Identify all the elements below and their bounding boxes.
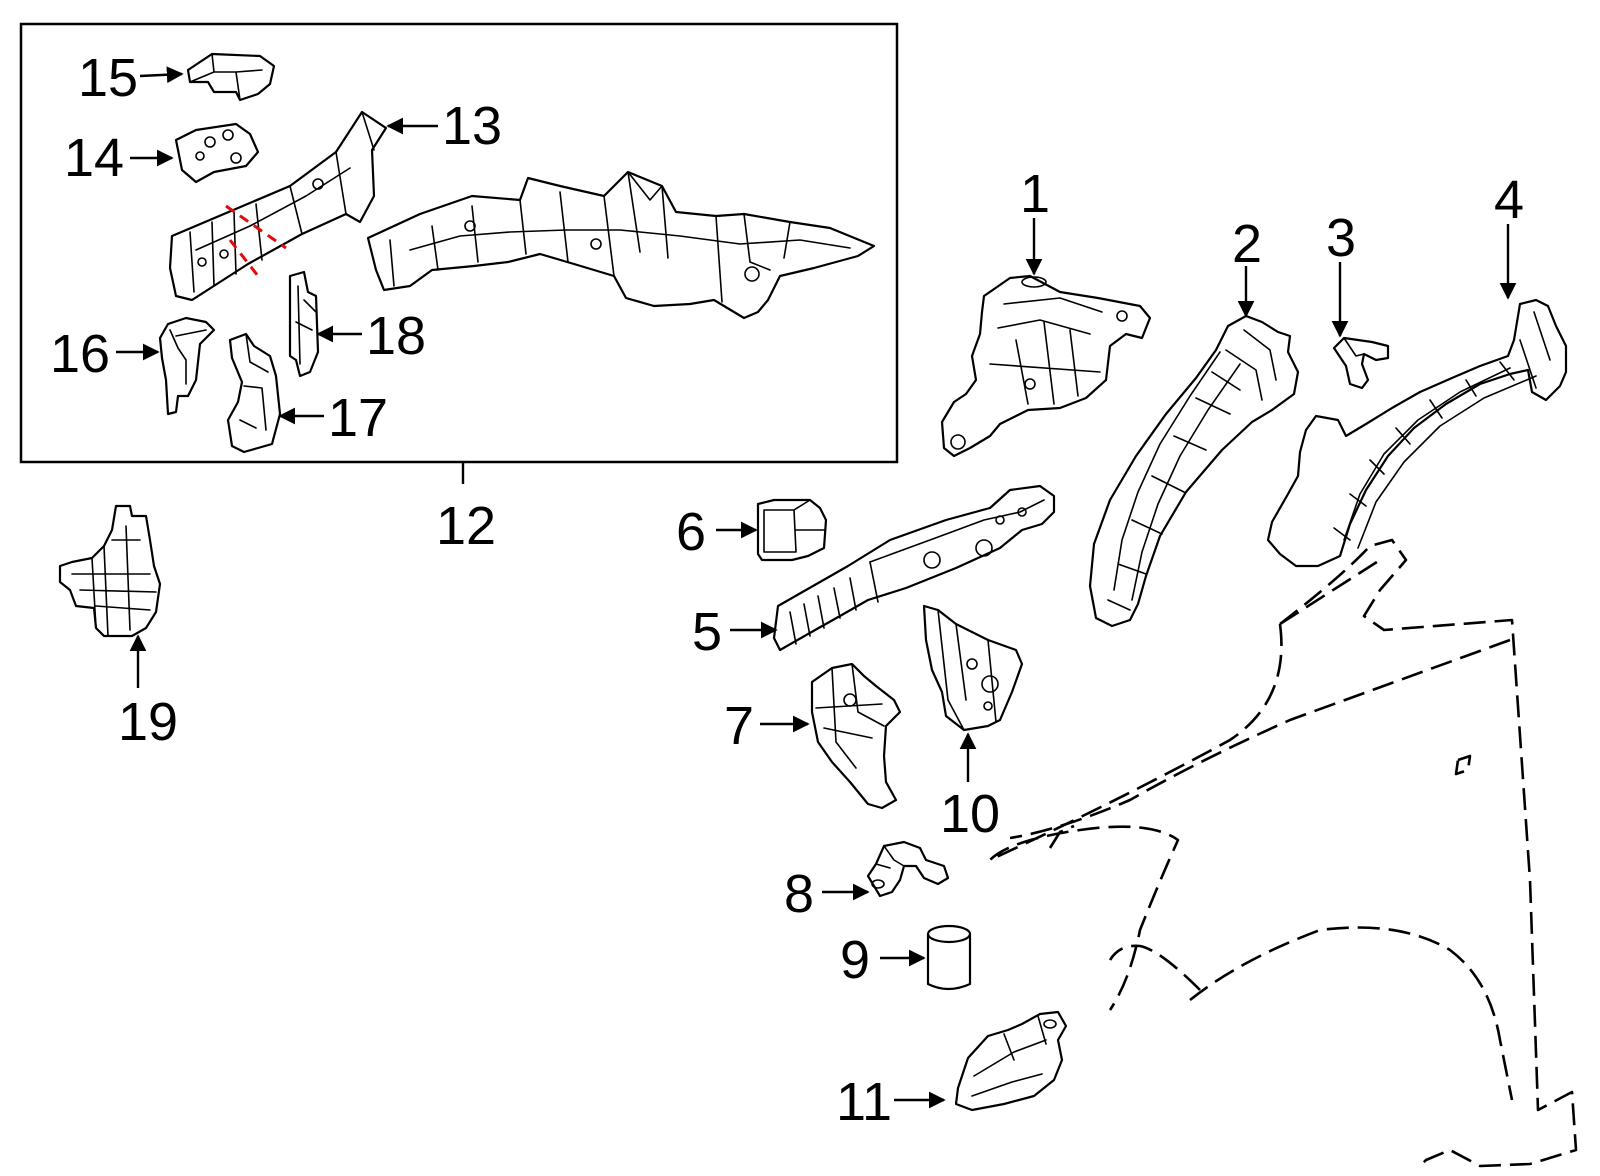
callout-5: 5 xyxy=(692,602,722,662)
part-19-bracket-assembly[interactable] xyxy=(58,504,162,638)
callout-9: 9 xyxy=(840,930,870,990)
part-3-clip[interactable] xyxy=(1332,336,1390,390)
callout-2: 2 xyxy=(1232,214,1262,274)
part-17-gusset[interactable] xyxy=(226,332,282,454)
callout-18: 18 xyxy=(366,306,426,366)
callout-19: 19 xyxy=(118,692,178,752)
cut-mark-a xyxy=(225,204,287,250)
assembly-frame xyxy=(19,22,899,464)
part-2-upper-rail[interactable] xyxy=(1088,314,1300,628)
part-1-apron-upper[interactable] xyxy=(940,274,1152,458)
part-16-bracket[interactable] xyxy=(158,316,216,416)
part-11-shield[interactable] xyxy=(954,1010,1068,1112)
leader-lines xyxy=(116,66,1517,1109)
callout-4: 4 xyxy=(1494,170,1524,230)
part-5-lower-rail[interactable] xyxy=(772,484,1056,652)
part-6-box-bracket[interactable] xyxy=(756,498,828,562)
part-18-bracket[interactable] xyxy=(288,270,320,378)
part-4-apron-reinforcement[interactable] xyxy=(1266,298,1568,568)
part-15-bracket[interactable] xyxy=(186,52,276,102)
part-14-plate[interactable] xyxy=(174,122,260,184)
callout-1: 1 xyxy=(1020,164,1050,224)
part-9-cylinder[interactable] xyxy=(926,924,972,991)
callout-3: 3 xyxy=(1326,208,1356,268)
callout-8: 8 xyxy=(784,864,814,924)
callout-12: 12 xyxy=(436,496,496,556)
fender-outline xyxy=(988,538,1578,1169)
callout-15: 15 xyxy=(78,48,138,108)
callout-10: 10 xyxy=(940,784,1000,844)
callout-13: 13 xyxy=(442,96,502,156)
part-10-gusset[interactable] xyxy=(922,604,1024,732)
callout-labels: 15 14 13 16 18 17 12 19 1 2 3 4 6 5 7 10… xyxy=(50,48,1524,1132)
callout-16: 16 xyxy=(50,324,110,384)
part-12-side-member[interactable] xyxy=(366,170,876,320)
callout-11: 11 xyxy=(836,1072,892,1132)
callout-7: 7 xyxy=(724,696,754,756)
part-13-rail-extension[interactable] xyxy=(168,110,388,302)
part-8-u-bracket[interactable] xyxy=(866,840,950,898)
callout-14: 14 xyxy=(64,128,124,188)
part-7-bracket[interactable] xyxy=(810,662,902,810)
callout-6: 6 xyxy=(676,502,706,562)
cut-mark-b xyxy=(228,239,260,277)
callout-17: 17 xyxy=(328,388,388,448)
